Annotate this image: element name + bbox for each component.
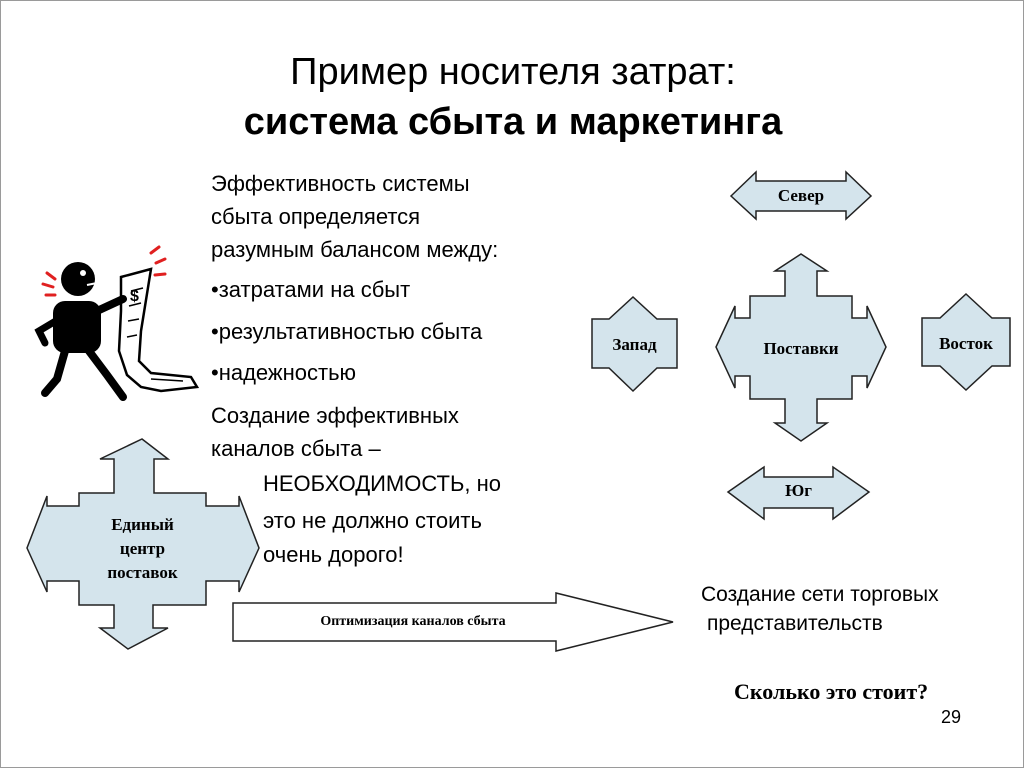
network-line-2: представительств (707, 612, 883, 635)
south-label: Юг (785, 481, 812, 500)
dollar-sign: $ (130, 288, 139, 305)
creation-line-1: Создание эффективных (211, 403, 459, 428)
east-label: Восток (939, 334, 993, 353)
intro-line-2: сбыта определяется (211, 204, 421, 229)
channel-optimization-arrow (232, 592, 674, 652)
intro-line-1: Эффективность системы (211, 171, 470, 196)
single-supply-center-line2: центр (119, 539, 166, 558)
south-double-arrow (726, 465, 871, 521)
channel-optimization-label: Оптимизация каналов сбыта (320, 614, 506, 629)
north-double-arrow (729, 170, 873, 221)
page-number: 29 (941, 707, 962, 727)
east-double-arrow (921, 292, 1011, 392)
creation-line-2: каналов сбыта – (211, 436, 381, 461)
intro-line-3: разумным балансом между: (211, 237, 499, 262)
supplies-label: Поставки (763, 339, 839, 358)
supplies-4way-arrow (715, 253, 887, 442)
slide-title-line1: Пример носителя затрат: (290, 51, 736, 93)
creation-line-5: очень дорого! (263, 542, 404, 567)
network-line-1: Создание сети торговых (701, 583, 939, 606)
north-label: Север (777, 186, 825, 205)
slide-title-line2: система сбыта и маркетинга (243, 101, 783, 143)
cost-question: Сколько это стоит? (734, 679, 929, 704)
bullet-effectiveness: •результативностью сбыта (211, 319, 483, 344)
single-supply-center-label: Единый центр поставок (79, 513, 206, 585)
alarm-marks (41, 245, 167, 297)
man-with-bill-clipart: $ (34, 245, 200, 401)
single-supply-center-line1: Единый (111, 515, 174, 534)
bullet-costs: •затратами на сбыт (211, 277, 411, 302)
creation-line-3: НЕОБХОДИМОСТЬ, но (263, 471, 501, 496)
bullet-reliability: •надежностью (211, 360, 357, 385)
west-label: Запад (612, 335, 657, 354)
left-4way-arrow-shape (26, 438, 260, 650)
west-double-arrow (591, 295, 678, 393)
creation-line-4: это не должно стоить (263, 508, 482, 533)
single-supply-center-line3: поставок (107, 563, 178, 582)
